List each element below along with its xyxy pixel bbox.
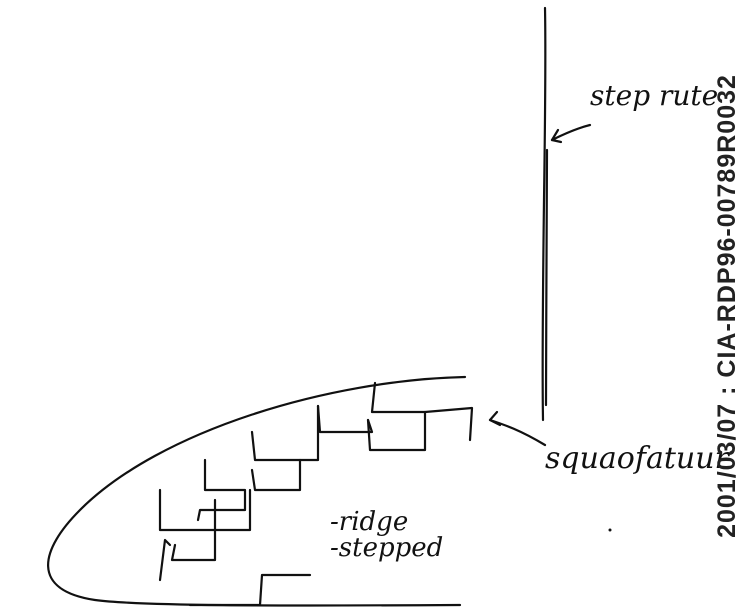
step-row-10 <box>188 573 312 607</box>
step-row-7 <box>158 488 252 532</box>
step-row-1 <box>423 406 474 442</box>
step-route-label: step rute <box>590 79 718 112</box>
squares-arrow-head <box>488 410 502 427</box>
archive-stamp: 2001/03/07 : CIA-RDP96-00789R0032 <box>713 74 741 538</box>
stepped-label: -stepped <box>330 533 443 563</box>
step-arrow-head <box>550 128 563 144</box>
step-row-8 <box>170 498 217 562</box>
vertical-step-line-secondary <box>544 148 549 407</box>
step-row-3 <box>316 404 374 434</box>
step-row-5 <box>250 458 302 492</box>
step-row-2 <box>366 381 427 452</box>
squares-label: squaofatuur <box>545 441 731 476</box>
ridge-label: -ridge <box>330 507 408 537</box>
step-row-9 <box>158 538 172 582</box>
vertical-step-line <box>541 6 547 422</box>
step-arrow <box>550 123 592 142</box>
step-row-4 <box>250 404 320 462</box>
stray-mark <box>608 528 612 532</box>
step-row-6 <box>196 458 247 522</box>
